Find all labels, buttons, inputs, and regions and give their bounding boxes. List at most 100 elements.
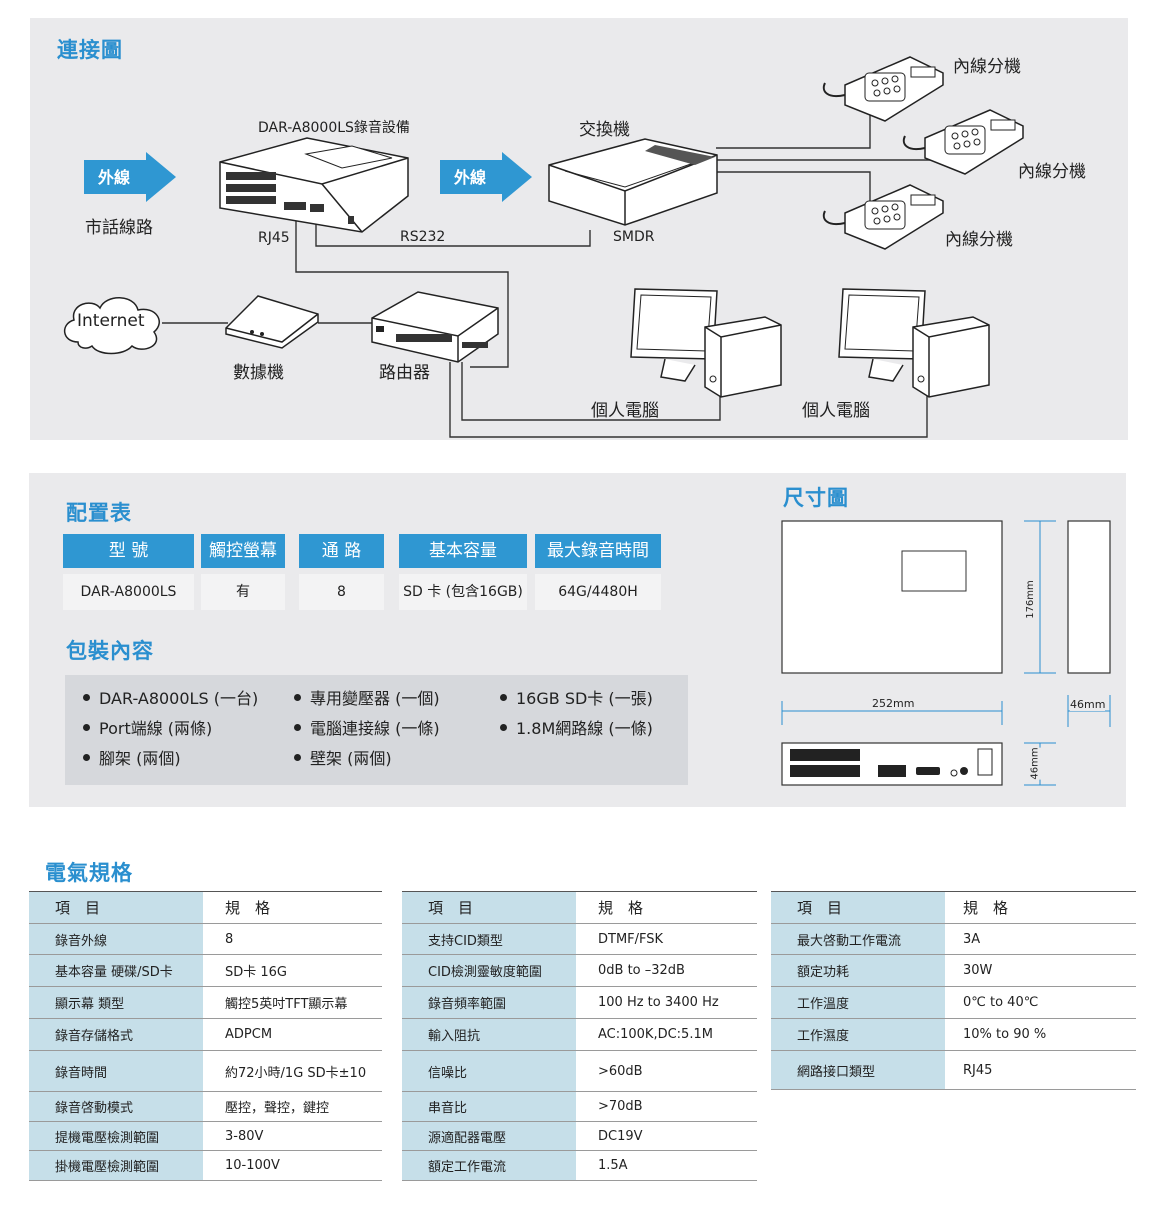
pc-image-2 <box>838 288 990 398</box>
config-value-channels: 8 <box>299 574 384 610</box>
table-cell: 掛機電壓檢測範圍 <box>29 1151 203 1180</box>
table-row: 支持CID類型 DTMF/FSK <box>402 924 757 955</box>
dimension-depth-front-label: 46mm <box>1029 747 1041 780</box>
config-header-touch: 觸控螢幕 <box>201 534 285 568</box>
diagram-wiring <box>162 100 940 438</box>
table-cell: 錄音啓動模式 <box>29 1092 203 1121</box>
rj45-label: RJ45 <box>258 230 290 246</box>
table-row: 最大啓動工作電流 3A <box>771 924 1136 955</box>
config-value-model: DAR-A8000LS <box>63 574 194 610</box>
table-cell: 0℃ to 40℃ <box>963 995 1039 1010</box>
dimension-drawing <box>781 520 1111 786</box>
extension-label-2: 內線分機 <box>1018 162 1086 182</box>
recorder-device-image <box>219 137 409 233</box>
list-item: 壁架 (兩個) <box>294 745 392 769</box>
table-cell: 工作溫度 <box>771 987 945 1018</box>
dimension-width-label: 252mm <box>870 697 917 710</box>
outer-line-arrow-1: 外線 <box>84 152 176 202</box>
table-row: 網路接口類型 RJ45 <box>771 1051 1136 1090</box>
table-row: 工作濕度 10% to 90 % <box>771 1019 1136 1051</box>
table-cell: 100 Hz to 3400 Hz <box>598 995 719 1010</box>
config-header-max-time: 最大錄音時間 <box>535 534 661 568</box>
config-header-channels: 通 路 <box>299 534 384 568</box>
table-cell: SD卡 16G <box>225 965 288 980</box>
table-header-item: 項 目 <box>29 892 203 923</box>
table-header-spec: 規 格 <box>963 899 1009 917</box>
table-cell: 10-100V <box>225 1158 280 1173</box>
table-cell: DTMF/FSK <box>598 931 664 947</box>
modem-label: 數據機 <box>233 363 284 383</box>
table-row: CID檢測靈敏度範圍 0dB to –32dB <box>402 955 757 987</box>
config-value-capacity: SD 卡 (包含16GB) <box>399 574 527 610</box>
table-cell: 1.5A <box>598 1158 628 1173</box>
table-cell: 串音比 <box>402 1092 576 1121</box>
table-row: 顯示幕 類型 觸控5英吋TFT顯示幕 <box>29 987 382 1019</box>
switch-label: 交換機 <box>579 120 630 140</box>
table-cell: 10% to 90 % <box>963 1027 1047 1042</box>
device-label: DAR-A8000LS錄音設備 <box>258 120 410 136</box>
list-item: 腳架 (兩個) <box>83 745 181 769</box>
table-cell: 輸入阻抗 <box>402 1019 576 1050</box>
table-cell: 錄音存儲格式 <box>29 1019 203 1050</box>
rs232-label: RS232 <box>400 229 446 245</box>
pc-image-1 <box>630 288 782 398</box>
package-list: DAR-A8000LS (一台) Port端線 (兩條) 腳架 (兩個) 專用變… <box>65 675 688 785</box>
table-cell: 錄音頻率範圍 <box>402 987 576 1018</box>
table-cell: 基本容量 硬碟/SD卡 <box>29 955 203 986</box>
table-cell: 額定工作電流 <box>402 1151 576 1180</box>
config-value-max-time: 64G/4480H <box>535 574 661 610</box>
config-value-touch: 有 <box>201 574 285 610</box>
table-row: 項 目 規 格 <box>402 892 757 924</box>
table-cell: 信噪比 <box>402 1051 576 1091</box>
table-row: 項 目 規 格 <box>771 892 1136 924</box>
table-row: 錄音頻率範圍 100 Hz to 3400 Hz <box>402 987 757 1019</box>
table-cell: 源適配器電壓 <box>402 1122 576 1150</box>
table-header-item: 項 目 <box>402 892 576 923</box>
city-line-label: 市話線路 <box>85 218 153 238</box>
list-item: DAR-A8000LS (一台) <box>83 685 258 709</box>
table-header-item: 項 目 <box>771 892 945 923</box>
table-cell: 網路接口類型 <box>771 1051 945 1089</box>
router-label: 路由器 <box>379 363 430 383</box>
list-item: 電腦連接線 (一條) <box>294 715 440 739</box>
table-cell: AC:100K,DC:5.1M <box>598 1027 713 1042</box>
table-row: 掛機電壓檢測範圍 10-100V <box>29 1151 382 1181</box>
list-item: 16GB SD卡 (一張) <box>500 685 653 709</box>
smdr-label: SMDR <box>613 229 655 245</box>
table-row: 額定工作電流 1.5A <box>402 1151 757 1181</box>
table-cell: 3A <box>963 931 981 947</box>
table-cell: 壓控，聲控，鍵控 <box>225 1101 330 1116</box>
table-row: 提機電壓檢測範圍 3-80V <box>29 1122 382 1151</box>
table-cell: 0dB to –32dB <box>598 963 685 978</box>
extension-label-3: 內線分機 <box>945 230 1013 250</box>
switch-image <box>548 138 718 226</box>
table-cell: 錄音外線 <box>29 924 203 954</box>
table-row: 基本容量 硬碟/SD卡 SD卡 16G <box>29 955 382 987</box>
table-cell: 30W <box>963 963 993 978</box>
table-cell: 支持CID類型 <box>402 924 576 954</box>
table-row: 項 目 規 格 <box>29 892 382 924</box>
table-row: 串音比 >70dB <box>402 1092 757 1122</box>
table-row: 輸入阻抗 AC:100K,DC:5.1M <box>402 1019 757 1051</box>
table-cell: RJ45 <box>963 1062 993 1078</box>
table-cell: 工作濕度 <box>771 1019 945 1050</box>
table-cell: >70dB <box>598 1099 643 1114</box>
extension-label-1: 內線分機 <box>953 57 1021 77</box>
table-row: 錄音存儲格式 ADPCM <box>29 1019 382 1051</box>
table-cell: 額定功耗 <box>771 955 945 986</box>
spec-table-3: 項 目 規 格 最大啓動工作電流 3A 額定功耗 30W 工作溫度 0℃ to … <box>771 891 1136 1091</box>
table-header-spec: 規 格 <box>598 899 644 917</box>
phone-icon-1 <box>822 56 944 122</box>
pc-label-1: 個人電腦 <box>591 401 659 421</box>
config-header-capacity: 基本容量 <box>399 534 527 568</box>
outer-line-label-1: 外線 <box>98 168 131 187</box>
modem-image <box>225 295 319 349</box>
dimensions-title: 尺寸圖 <box>783 486 849 510</box>
pc-label-2: 個人電腦 <box>802 401 870 421</box>
phone-icon-2 <box>902 109 1024 175</box>
outer-line-label-2: 外線 <box>454 168 487 187</box>
table-cell: 提機電壓檢測範圍 <box>29 1122 203 1150</box>
spec-table-1: 項 目 規 格 錄音外線 8 基本容量 硬碟/SD卡 SD卡 16G 顯示幕 類… <box>29 891 382 1181</box>
table-cell: ADPCM <box>225 1027 273 1042</box>
list-item: Port端線 (兩條) <box>83 715 212 739</box>
